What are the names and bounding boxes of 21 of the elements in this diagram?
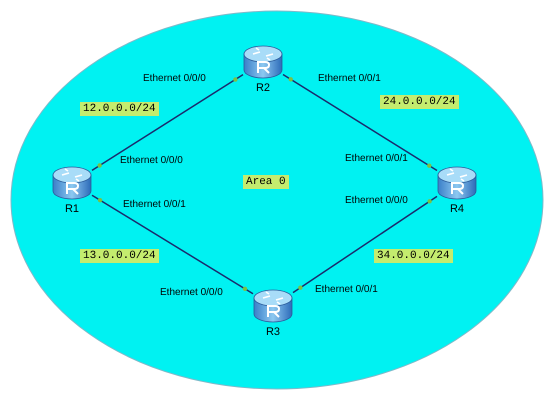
interface-label: Ethernet 0/0/1	[318, 73, 381, 84]
interface-label: Ethernet 0/0/0	[345, 195, 408, 206]
router-label: R1	[64, 203, 80, 215]
interface-label: Ethernet 0/0/0	[160, 287, 223, 298]
link-line	[282, 74, 438, 172]
subnet-label: 34.0.0.0/24	[374, 249, 453, 263]
router-label: R4	[448, 203, 466, 215]
interface-label: Ethernet 0/0/0	[120, 155, 183, 166]
subnet-label: 13.0.0.0/24	[80, 249, 159, 263]
link-line	[92, 194, 254, 294]
interface-label: Ethernet 0/0/1	[315, 284, 378, 295]
link-line	[92, 74, 244, 171]
subnet-label: 12.0.0.0/24	[80, 102, 159, 116]
link-line	[292, 196, 438, 294]
interface-label: Ethernet 0/0/1	[345, 153, 408, 164]
subnet-label: 24.0.0.0/24	[380, 95, 459, 109]
interface-label: Ethernet 0/0/1	[123, 199, 186, 210]
interface-label: Ethernet 0/0/0	[143, 73, 206, 84]
router-label: R2	[254, 82, 272, 94]
router-label: R3	[264, 326, 282, 338]
area-label: Area 0	[243, 175, 289, 189]
